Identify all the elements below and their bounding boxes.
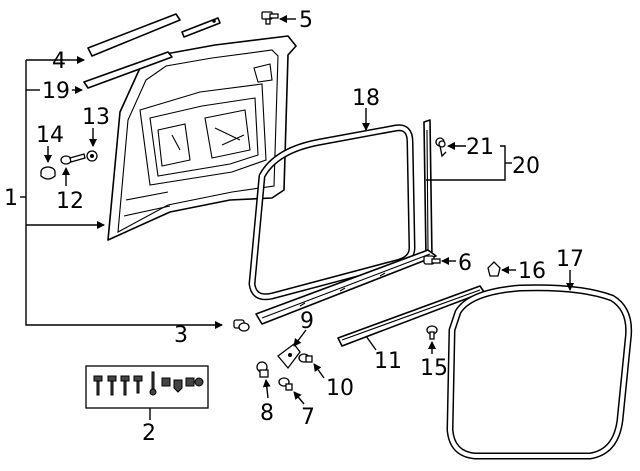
sill-strip [337, 285, 485, 347]
callout-6: 6 [458, 251, 472, 276]
callout-16: 16 [518, 259, 546, 284]
hinge-bolt [261, 11, 279, 25]
callout-1: 1 [4, 186, 18, 211]
hardware-small [40, 150, 98, 180]
window-belt-strip [83, 13, 221, 89]
callout-13: 13 [82, 105, 110, 130]
callout-19: 19 [42, 79, 70, 104]
rocker-seal [255, 249, 437, 325]
callout-17: 17 [556, 247, 584, 272]
callout-2: 2 [142, 421, 156, 446]
callout-12: 12 [56, 189, 84, 214]
callout-8: 8 [260, 401, 274, 426]
callout-3: 3 [174, 323, 188, 348]
door-seal [248, 124, 416, 301]
body-opening-seal [446, 284, 633, 460]
callout-21: 21 [466, 135, 494, 160]
callout-10: 10 [326, 376, 354, 401]
leader-lines [20, 15, 574, 420]
door-shell [107, 35, 297, 241]
callout-4: 4 [52, 49, 66, 74]
callout-5: 5 [299, 8, 313, 33]
fasteners [233, 140, 501, 391]
callout-9: 9 [300, 309, 314, 334]
callout-14: 14 [36, 123, 64, 148]
callout-20: 20 [512, 154, 540, 179]
callout-7: 7 [301, 405, 315, 430]
callout-15: 15 [420, 356, 448, 381]
callout-11: 11 [374, 349, 402, 374]
fastener-kit-box [85, 365, 209, 409]
callout-18: 18 [352, 86, 380, 111]
